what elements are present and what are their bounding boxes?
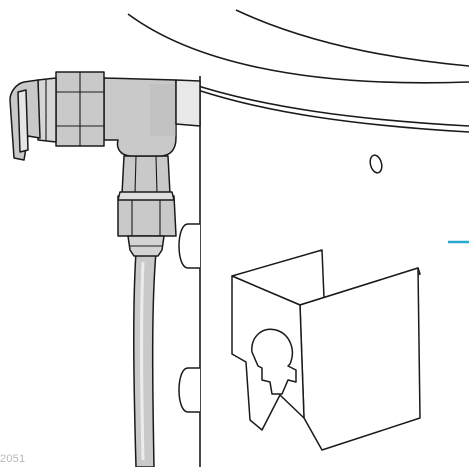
vessel-lid xyxy=(127,9,469,133)
wall-connector-sleeve xyxy=(175,79,201,127)
hose-bracket xyxy=(231,249,421,451)
coupling-flange xyxy=(37,77,57,143)
vessel-hole xyxy=(369,154,383,174)
lower-boss xyxy=(178,367,200,413)
bracket-keyhole-slot xyxy=(251,328,297,395)
hose-tube xyxy=(133,251,157,467)
upper-hex-line-1 xyxy=(134,155,137,195)
rim-edge-upper xyxy=(179,79,469,127)
figure-id-label: 2051 xyxy=(0,453,26,465)
valve-elbow-body xyxy=(103,77,177,157)
elbow-shading xyxy=(150,84,176,136)
lid-outer-edge xyxy=(127,13,469,84)
side-bosses xyxy=(178,223,200,413)
upper-hex-line-2 xyxy=(155,155,158,195)
lid-inner-edge xyxy=(235,9,469,67)
nut-collar xyxy=(117,191,175,201)
upper-boss xyxy=(178,223,200,269)
lever-edge xyxy=(17,89,29,153)
hose-highlight xyxy=(140,261,145,461)
drain-hose xyxy=(133,251,157,467)
lower-hex-nut xyxy=(117,195,177,237)
rim-edge-lower xyxy=(185,85,469,133)
angle-valve-assembly xyxy=(9,71,201,257)
upper-hex-nut xyxy=(121,155,171,195)
